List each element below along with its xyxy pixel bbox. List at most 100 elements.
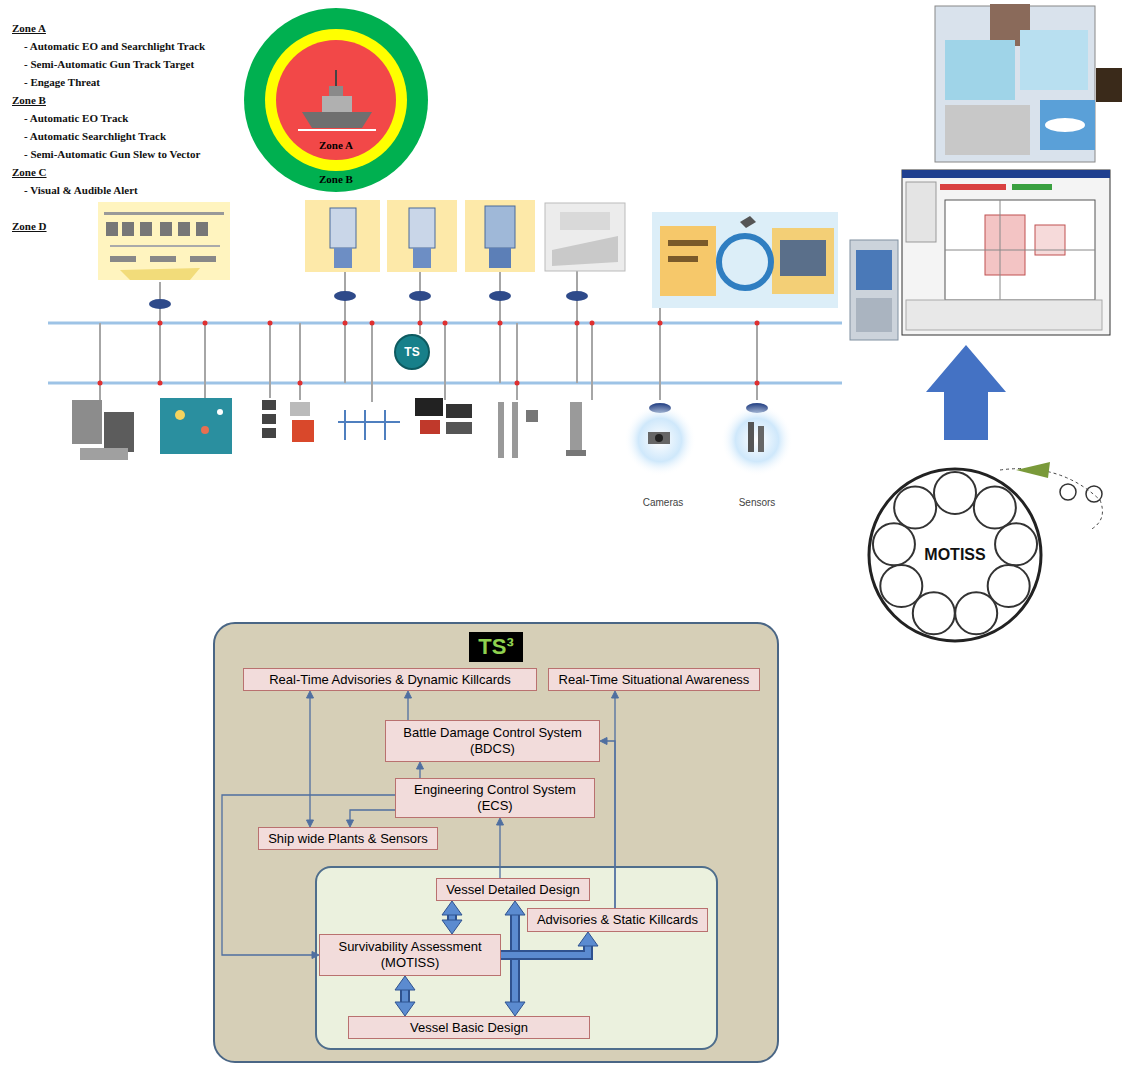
device-label: Sensors: [739, 497, 776, 509]
hardware-icon: [160, 398, 232, 454]
display-panel-device: [106, 222, 118, 236]
ship-icon: [298, 129, 376, 131]
ship-shore-link: [668, 240, 708, 246]
operator-terminal: [856, 298, 892, 332]
process-box: Vessel Detailed Design: [436, 878, 590, 901]
box-text: Vessel Basic Design: [410, 1020, 528, 1036]
bus-tap-dot: [498, 321, 503, 326]
hardware-icon: [292, 420, 314, 442]
screen-capture: [902, 4, 1122, 335]
connector: [222, 795, 395, 955]
hardware-icon: [80, 448, 128, 460]
bus-tap-dot: [158, 381, 163, 386]
hub-label: TS: [404, 345, 419, 359]
hardware-icon: [104, 412, 134, 452]
console-panel: [330, 208, 356, 248]
hardware-icon: [72, 400, 102, 444]
bus-tap-dot: [268, 321, 273, 326]
display-panel-device: [190, 256, 216, 262]
zone-heading: Zone A: [12, 22, 46, 35]
arrowhead: [612, 691, 619, 698]
hardware-icon: [262, 414, 276, 424]
ship-shore-link: [668, 256, 698, 262]
motiss-wheel: MOTISS: [867, 467, 1043, 643]
process-box: Battle Damage Control System (BDCS): [385, 720, 600, 762]
screen-capture: [902, 170, 1110, 178]
screen-capture: [945, 250, 1095, 251]
arrowhead: [312, 952, 319, 959]
hardware-icon: [498, 402, 504, 458]
module-circle: [880, 565, 922, 607]
network-bus: [48, 322, 842, 325]
hardware-icon: [721, 404, 793, 476]
zone-action: - Semi-Automatic Gun Slew to Vector: [24, 148, 200, 161]
ship-icon: [329, 86, 343, 96]
bus-drop-line: [159, 282, 161, 383]
bus-tap-dot: [158, 321, 163, 326]
operator-terminal: [850, 240, 898, 340]
ship-shore-link: [652, 212, 838, 308]
zone-heading: Zone D: [12, 220, 47, 233]
screen-capture: [1012, 184, 1052, 190]
hardware-icon: [344, 410, 346, 440]
hardware-icon: [201, 426, 209, 434]
process-box: Advisories & Static Killcards: [527, 908, 708, 932]
bus-tap-dot: [443, 321, 448, 326]
connector: [499, 824, 500, 878]
connector: [309, 697, 310, 822]
ts3-frame: TS³Real-Time Advisories & Dynamic Killca…: [213, 622, 779, 1063]
bus-tap-dot: [203, 321, 208, 326]
zone-action: - Engage Threat: [24, 76, 100, 89]
bus-drop-line: [269, 323, 271, 398]
hardware-icon: [384, 410, 386, 440]
hardware-icon: [262, 400, 276, 410]
bus-tap-dot: [575, 321, 580, 326]
box-text: Battle Damage Control System (BDCS): [395, 725, 590, 757]
bus-tap-dot: [98, 321, 760, 386]
control-room: [560, 212, 610, 230]
bus-tap-dot: [658, 321, 663, 326]
box-text: Real-Time Advisories & Dynamic Killcards: [269, 672, 511, 688]
arrowhead: [505, 901, 525, 915]
ship-shore-link: [772, 228, 834, 294]
display-panel-device: [110, 256, 136, 262]
connector: [347, 810, 396, 827]
bus-tap-dot: [755, 321, 760, 326]
screen-capture: [902, 170, 1110, 335]
process-box: Real-Time Situational Awareness: [548, 668, 760, 691]
arrowhead: [600, 738, 607, 745]
console-panel: [334, 248, 352, 268]
flow-arrow: [442, 901, 462, 934]
console-panel: [489, 248, 511, 268]
flow-arrow: [501, 943, 588, 955]
network-jack: [334, 291, 356, 301]
connector: [497, 818, 504, 878]
arrowhead: [307, 691, 314, 698]
hardware-icon: [262, 428, 276, 438]
display-panel-device: [98, 202, 230, 280]
module-circle: [934, 472, 976, 514]
process-box: Engineering Control System (ECS): [395, 778, 595, 818]
bus-tap-dot: [98, 381, 103, 386]
operator-terminal: [850, 240, 898, 340]
network-jack: [149, 299, 171, 309]
bus-tap-dot: [755, 381, 760, 386]
screen-capture: [1020, 30, 1088, 90]
bus-tap-dot: [515, 381, 520, 386]
hardware-icon: [420, 420, 440, 434]
screen-capture: [1000, 200, 1001, 300]
arrowhead: [442, 901, 462, 915]
process-box: Ship wide Plants & Sensors: [258, 827, 438, 850]
arrowhead: [417, 762, 424, 769]
display-panel-device: [122, 222, 134, 236]
display-panel-device: [150, 256, 176, 262]
arrowhead: [347, 820, 354, 827]
hardware-icon: [217, 409, 223, 415]
zone-action: - Automatic EO and Searchlight Track: [24, 40, 205, 53]
arrowhead: [307, 820, 314, 827]
hardware-icon: [415, 398, 443, 416]
bus-drop-line: [576, 270, 578, 383]
zone-action: - Visual & Audible Alert: [24, 184, 138, 197]
display-panel-device: [120, 268, 200, 280]
